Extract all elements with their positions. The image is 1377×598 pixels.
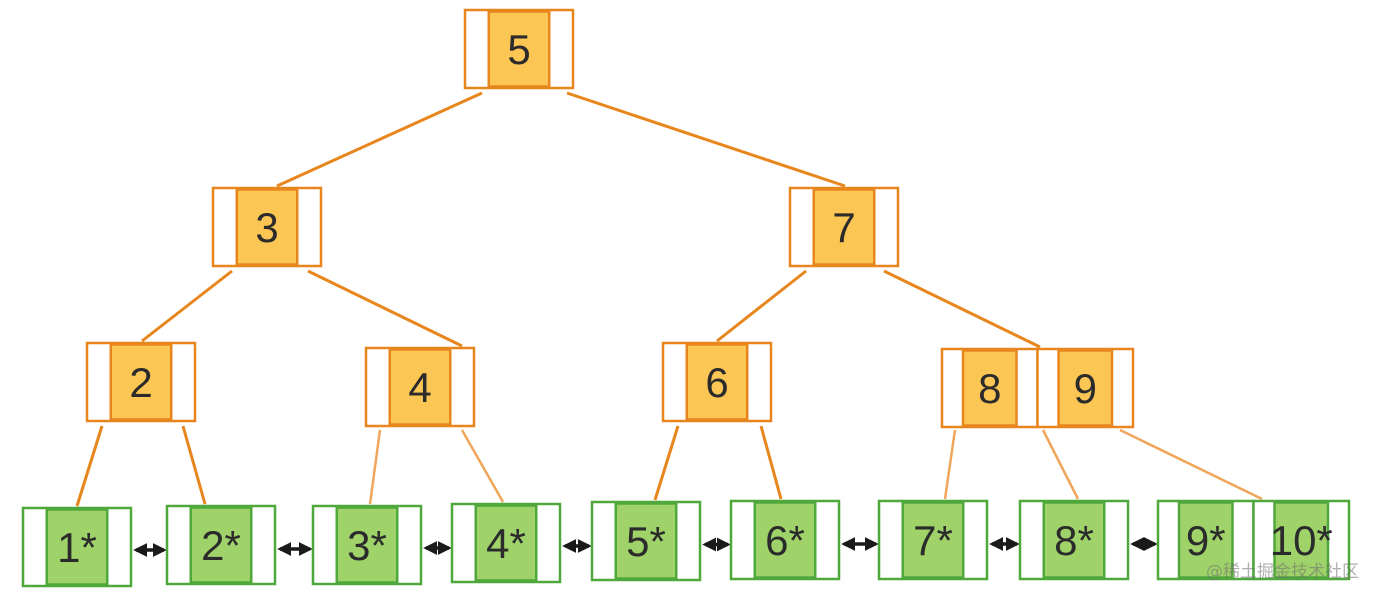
tree-edges <box>75 91 1263 507</box>
internal-node-n5: 5 <box>463 8 575 90</box>
key-label: 8* <box>1054 517 1094 564</box>
key-label: 9 <box>1074 365 1097 412</box>
edge-n3-n4 <box>307 269 463 348</box>
internal-node-n7: 7 <box>788 186 900 268</box>
key-cell <box>487 10 551 88</box>
key-cell <box>109 343 173 421</box>
key-cell <box>901 501 965 579</box>
edge-n4-l3 <box>368 429 382 505</box>
key-label: 3 <box>255 204 278 251</box>
edge-n89-l910 <box>1119 428 1263 501</box>
key-label: 5* <box>626 518 666 565</box>
key-cell <box>685 343 749 421</box>
internal-node-n6: 6 <box>661 341 773 423</box>
key-label: 2 <box>129 359 152 406</box>
leaf-node-l1: 1* <box>21 506 133 588</box>
key-cell <box>753 501 817 579</box>
key-cell <box>235 188 299 266</box>
leaf-sibling-links <box>133 537 1158 557</box>
key-label: 6* <box>765 517 805 564</box>
edge-n6-l6 <box>759 425 783 500</box>
key-cell <box>812 188 876 266</box>
internal-node-n3: 3 <box>211 186 323 268</box>
watermark-text: @稀土掘金技术社区 <box>1206 562 1359 582</box>
key-cell <box>1042 501 1106 579</box>
leaf-node-l5: 5* <box>590 500 702 582</box>
key-label: 4 <box>408 364 431 411</box>
edge-n89-l7 <box>943 429 957 500</box>
leaf-node-l2: 2* <box>165 504 277 586</box>
key-label: 4* <box>486 520 526 567</box>
key-cell <box>1177 501 1234 579</box>
key-cell <box>961 349 1018 427</box>
edge-n6-l5 <box>653 425 680 501</box>
key-cell <box>335 506 399 584</box>
leaf-node-l7: 7* <box>877 499 989 581</box>
leaf-node-l4: 4* <box>450 502 562 584</box>
key-label: 7 <box>832 204 855 251</box>
edge-n5-n3 <box>276 91 483 188</box>
key-cell <box>45 508 109 586</box>
key-label: 2* <box>201 522 241 569</box>
key-label: 5 <box>507 26 530 73</box>
edge-n89-l8 <box>1041 429 1080 500</box>
leaf-node-l3: 3* <box>311 504 423 586</box>
key-label: 1* <box>57 524 97 571</box>
edge-n3-n2 <box>141 269 233 343</box>
internal-node-n2: 2 <box>85 341 197 423</box>
edge-n2-l2 <box>181 425 207 505</box>
leaf-node-l910: 9* 10* <box>1156 499 1351 581</box>
edge-n2-l1 <box>75 425 104 507</box>
key-label: 10* <box>1270 517 1333 564</box>
leaf-node-l8: 8* <box>1018 499 1130 581</box>
edge-n5-n7 <box>566 91 846 188</box>
edge-n4-l4 <box>460 429 505 503</box>
key-label: 7* <box>913 517 953 564</box>
leaf-node-l6: 6* <box>729 499 841 581</box>
key-label: 6 <box>705 359 728 406</box>
edge-n7-n6 <box>716 269 807 343</box>
key-cell <box>1057 349 1114 427</box>
key-cell <box>1273 501 1330 579</box>
edge-n7-n89 <box>883 269 1041 349</box>
key-cell <box>474 504 538 582</box>
key-cell <box>614 502 678 580</box>
key-label: 3* <box>347 522 387 569</box>
key-label: 9* <box>1186 517 1226 564</box>
key-cell <box>189 506 253 584</box>
key-label: 8 <box>978 365 1001 412</box>
internal-node-n4: 4 <box>364 346 476 428</box>
key-cell <box>388 348 452 426</box>
